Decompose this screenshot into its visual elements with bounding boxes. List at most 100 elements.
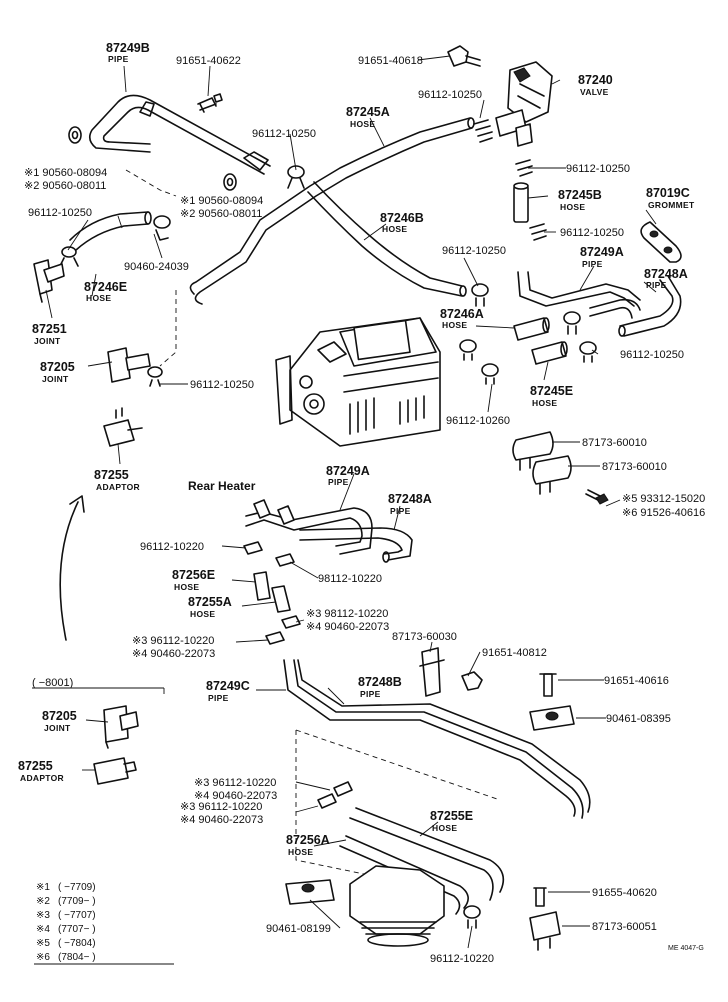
grommet-87019c	[640, 221, 682, 263]
label-91655-40620: 91655-40620	[592, 887, 657, 899]
callout-87255-bottom: 87255 ADAPTOR	[18, 759, 64, 783]
pipe-87249b	[88, 94, 271, 175]
label-90460-24039: 90460-24039	[124, 261, 189, 273]
label-96112-10250-a: 96112-10250	[418, 89, 482, 101]
clip-90460-24039	[153, 215, 171, 241]
callout-87255a: 87255A HOSE	[188, 595, 232, 619]
callout-87240: 87240 VALVE	[578, 73, 613, 97]
part-number: 87246B	[380, 211, 424, 225]
label-96112-10220-d: ※3 96112-10220	[180, 801, 262, 813]
part-type: PIPE	[108, 54, 129, 64]
label-87173-60010-b: 87173-60010	[602, 461, 667, 473]
label-91651-40812: 91651-40812	[482, 647, 547, 659]
footnote-range: ( −7709)	[58, 882, 96, 893]
part-type: ADAPTOR	[20, 773, 64, 783]
part-number: 87205	[40, 360, 75, 374]
label-range-8001: ( −8001)	[32, 677, 73, 689]
bracket-90461-08199	[285, 879, 335, 905]
footnote-range: (7804− )	[58, 952, 96, 963]
pipe-87248b	[297, 659, 591, 813]
heater-unit	[275, 317, 441, 447]
label-96112-10250-d: 96112-10250	[560, 227, 624, 239]
part-number: 87256A	[286, 833, 330, 847]
label-96112-10260: 96112-10260	[446, 415, 510, 427]
footnote-range: (7707− )	[58, 924, 96, 935]
label-96112-10250-h: 96112-10250	[190, 379, 254, 391]
callout-87255-top: 87255 ADAPTOR	[94, 468, 140, 492]
reference-code: ME 4047-G	[668, 945, 704, 952]
callout-87246e: 87246E HOSE	[84, 280, 127, 303]
part-type: JOINT	[42, 374, 69, 384]
part-number: 87019C	[646, 186, 690, 200]
part-number: 87249B	[106, 41, 150, 55]
callout-87249a-rear: 87249A PIPE	[326, 464, 370, 487]
footnote-mark: ※5	[36, 938, 50, 949]
part-number: 87246E	[84, 280, 127, 294]
pipe-87249a-top	[517, 271, 641, 319]
part-type: PIPE	[390, 506, 411, 516]
part-number: 87240	[578, 73, 613, 87]
footnote-range: ( −7707)	[58, 910, 96, 921]
label-96112-10250-e: 96112-10250	[28, 207, 92, 219]
screw-93312-15020	[585, 489, 609, 505]
label-90560-1a: ※1 90560-08094	[24, 167, 107, 179]
adaptor-87255-bottom	[93, 757, 137, 785]
label-96112-10250-f: 96112-10250	[442, 245, 506, 257]
part-type: VALVE	[580, 87, 609, 97]
part-type: HOSE	[432, 823, 457, 833]
hose-87246e	[69, 211, 152, 251]
label-90460-22073-a: ※4 90460-22073	[306, 621, 389, 633]
part-number: 87255	[94, 468, 129, 482]
part-type: HOSE	[86, 293, 111, 303]
part-number: 87245A	[346, 105, 390, 119]
label-96112-10220-a: 96112-10220	[140, 541, 204, 553]
part-number: 87251	[32, 322, 67, 336]
part-number: 87249A	[580, 245, 624, 259]
callout-87248a-top: 87248A PIPE	[644, 267, 688, 290]
label-91651-40622: 91651-40622	[176, 55, 241, 67]
label-90560-1b: ※1 90560-08094	[180, 195, 263, 207]
footnote-range: ( −7804)	[58, 938, 96, 949]
callout-87248b: 87248B PIPE	[358, 675, 402, 699]
part-type: HOSE	[532, 398, 557, 408]
clamps-top-right	[459, 283, 597, 385]
callout-87245e: 87245E HOSE	[530, 384, 573, 408]
part-number: 87205	[42, 709, 77, 723]
footnote-mark: ※3	[36, 910, 50, 921]
clamp-87173-60010-b	[532, 455, 572, 495]
part-type: ADAPTOR	[96, 482, 140, 492]
adaptor-87255-top	[103, 407, 143, 447]
clamp-87173-60051	[529, 911, 561, 951]
part-type: PIPE	[328, 477, 349, 487]
clamp-96112-10250-right2	[529, 223, 547, 241]
part-labels: 91651-40622 91651-40618 96112-10250 9611…	[24, 55, 705, 965]
clamp-96112-10250-top	[287, 165, 305, 189]
direction-arrow	[59, 495, 85, 641]
label-90461-08395: 90461-08395	[606, 713, 671, 725]
part-type: JOINT	[44, 723, 71, 733]
range-bracket	[32, 687, 165, 694]
label-90560-2a: ※2 90560-08011	[24, 180, 106, 192]
washer-90560-mid	[223, 173, 237, 191]
part-type: JOINT	[34, 336, 61, 346]
part-type: PIPE	[208, 693, 229, 703]
leader-lines	[45, 55, 657, 949]
label-87173-60010-a: 87173-60010	[582, 437, 647, 449]
callout-87246a: 87246A HOSE	[440, 307, 484, 330]
hose-87255a	[271, 585, 291, 613]
clamp-96112-10250-valve	[473, 119, 493, 143]
part-type: GROMMET	[648, 200, 695, 210]
label-98112-10220: 98112-10220	[318, 573, 382, 585]
part-type: HOSE	[288, 847, 313, 857]
label-96112-10250-c: 96112-10250	[566, 163, 630, 175]
callout-87249c: 87249C PIPE	[206, 679, 250, 703]
hose-87246b	[307, 181, 467, 297]
part-type: HOSE	[174, 582, 199, 592]
part-number: 87255A	[188, 595, 232, 609]
footnote-legend: ※1 ( −7709) ※2 (7709− ) ※3 ( −7707) ※4 (…	[34, 882, 174, 965]
clamps-rear	[243, 541, 301, 645]
label-96112-10220-c: ※3 96112-10220	[194, 777, 276, 789]
bolt-91651-40812	[461, 671, 483, 691]
part-type: HOSE	[560, 202, 585, 212]
